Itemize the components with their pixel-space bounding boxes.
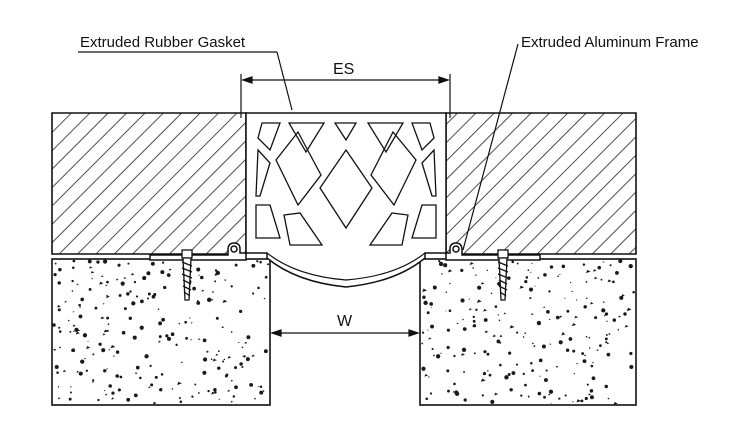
right-concrete-block (419, 258, 637, 406)
right-anchor-screw (497, 249, 509, 301)
left-aluminum-frame (149, 242, 247, 261)
w-dimension (270, 329, 420, 337)
left-anchor-screw (181, 249, 193, 301)
right-hatched-slab (445, 112, 637, 255)
right-concrete-speckle (421, 259, 635, 405)
rubber-gasket (245, 112, 447, 288)
es-dimension-label: ES (333, 61, 354, 78)
frame-leader-line (462, 43, 519, 251)
right-aluminum-frame (445, 242, 541, 261)
gasket-label: Extruded Rubber Gasket (80, 34, 246, 51)
left-hatched-slab (51, 112, 247, 255)
es-dimension (240, 74, 451, 118)
gasket-leader-line (276, 51, 293, 111)
w-dimension-label: W (337, 313, 353, 330)
left-concrete-block (51, 258, 271, 406)
frame-label: Extruded Aluminum Frame (521, 34, 699, 51)
